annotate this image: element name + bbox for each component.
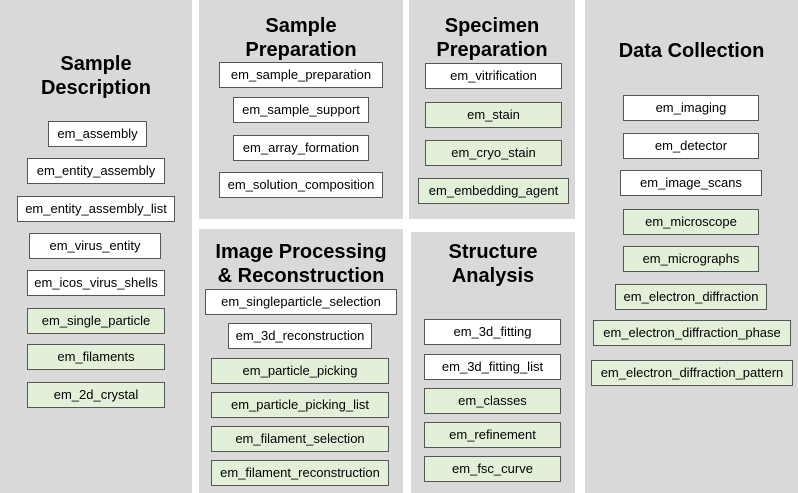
em_filament_reconstruction-box: em_filament_reconstruction bbox=[211, 460, 389, 486]
panel-sample-preparation: Sample Preparation em_sample_preparation… bbox=[199, 0, 403, 219]
em_imaging-box: em_imaging bbox=[623, 95, 759, 121]
em_virus_entity-box: em_virus_entity bbox=[29, 233, 161, 259]
panel-title: Sample Description bbox=[40, 53, 152, 99]
em_array_formation-box: em_array_formation bbox=[233, 135, 369, 161]
em_microscope-box: em_microscope bbox=[623, 209, 759, 235]
em_single_particle-box: em_single_particle bbox=[27, 308, 165, 334]
em_solution_composition-box: em_solution_composition bbox=[219, 172, 383, 198]
em_stain-box: em_stain bbox=[425, 102, 562, 128]
em_filament_selection-box: em_filament_selection bbox=[211, 426, 389, 452]
em_electron_diffraction-box: em_electron_diffraction bbox=[615, 284, 767, 310]
panel-data-collection: Data Collection em_imaging em_detector e… bbox=[585, 0, 798, 493]
em_singleparticle_selection-box: em_singleparticle_selection bbox=[205, 289, 397, 315]
em_embedding_agent-box: em_embedding_agent bbox=[418, 178, 569, 204]
panel-title: Specimen Preparation bbox=[436, 15, 548, 61]
em_3d_fitting_list-box: em_3d_fitting_list bbox=[424, 354, 561, 380]
panel-image-processing: Image Processing & Reconstruction em_sin… bbox=[199, 229, 403, 493]
em_refinement-box: em_refinement bbox=[424, 422, 561, 448]
em_3d_fitting-box: em_3d_fitting bbox=[424, 319, 561, 345]
em_assembly-box: em_assembly bbox=[48, 121, 147, 147]
panel-sample-description: Sample Description em_assembly em_entity… bbox=[0, 0, 192, 493]
em_detector-box: em_detector bbox=[623, 133, 759, 159]
em_particle_picking_list-box: em_particle_picking_list bbox=[211, 392, 389, 418]
em_fsc_curve-box: em_fsc_curve bbox=[424, 456, 561, 482]
em_image_scans-box: em_image_scans bbox=[620, 170, 762, 196]
em_sample_support-box: em_sample_support bbox=[233, 97, 369, 123]
em_filaments-box: em_filaments bbox=[27, 344, 165, 370]
em_micrographs-box: em_micrographs bbox=[623, 246, 759, 272]
panel-title: Structure Analysis bbox=[448, 241, 538, 287]
em_vitrification-box: em_vitrification bbox=[425, 63, 562, 89]
panel-structure-analysis: Structure Analysis em_3d_fitting em_3d_f… bbox=[411, 232, 575, 493]
em_classes-box: em_classes bbox=[424, 388, 561, 414]
panel-title: Image Processing & Reconstruction bbox=[215, 241, 387, 287]
panel-title: Data Collection bbox=[618, 40, 765, 62]
panel-title: Sample Preparation bbox=[245, 15, 357, 61]
em_3d_reconstruction-box: em_3d_reconstruction bbox=[228, 323, 372, 349]
em_sample_preparation-box: em_sample_preparation bbox=[219, 62, 383, 88]
em_electron_diffraction_phase-box: em_electron_diffraction_phase bbox=[593, 320, 791, 346]
em_particle_picking-box: em_particle_picking bbox=[211, 358, 389, 384]
em_entity_assembly-box: em_entity_assembly bbox=[27, 158, 165, 184]
em_icos_virus_shells-box: em_icos_virus_shells bbox=[27, 270, 165, 296]
em_2d_crystal-box: em_2d_crystal bbox=[27, 382, 165, 408]
em_entity_assembly_list-box: em_entity_assembly_list bbox=[17, 196, 175, 222]
em_electron_diffraction_pattern-box: em_electron_diffraction_pattern bbox=[591, 360, 793, 386]
panel-specimen-preparation: Specimen Preparation em_vitrification em… bbox=[409, 0, 575, 219]
em_cryo_stain-box: em_cryo_stain bbox=[425, 140, 562, 166]
